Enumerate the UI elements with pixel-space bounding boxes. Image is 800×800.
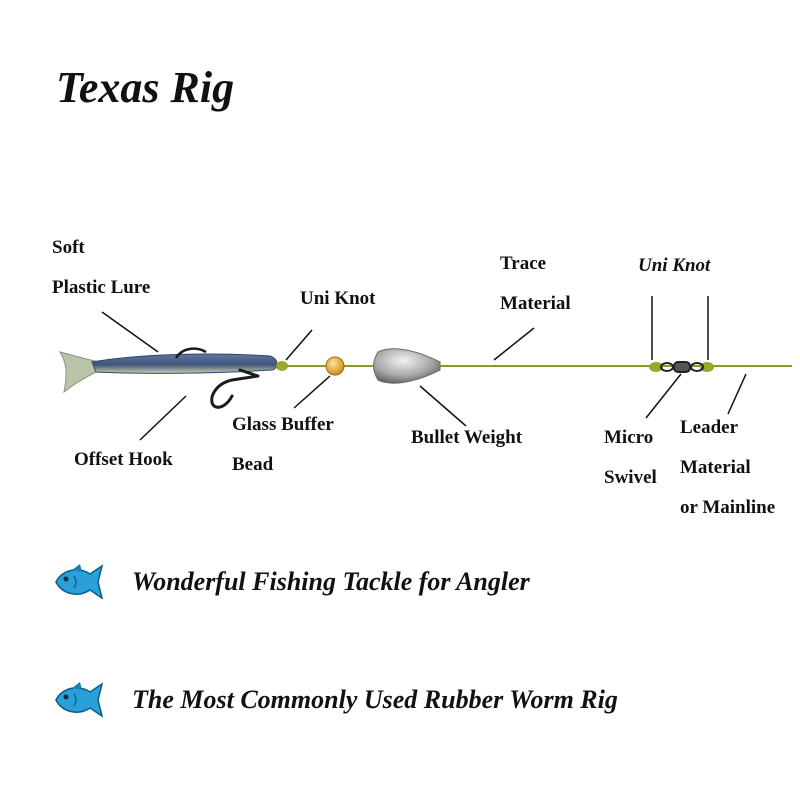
label-plastic-lure: Plastic Lure (52, 277, 151, 298)
bullet-weight-shape (373, 348, 441, 384)
label-soft: Soft (52, 237, 85, 258)
diagram-title: Texas Rig (56, 63, 235, 112)
label-trace: Trace (500, 253, 547, 274)
micro-swivel-shape (660, 361, 704, 373)
label-swivel: Swivel (604, 467, 657, 488)
feature-text: Wonderful Fishing Tackle for Angler (132, 567, 530, 596)
label-bead: Bead (232, 454, 274, 475)
label-glass-buffer: Glass Buffer (232, 414, 334, 435)
label-or-mainline: or Mainline (680, 497, 776, 518)
feature-item: Wonderful Fishing Tackle for Angler (52, 562, 530, 602)
label-leader-material: Material (680, 457, 751, 478)
label-leader: Leader (680, 417, 739, 438)
leader-offset-hook (139, 395, 187, 441)
leader-soft-plastic-lure (101, 311, 159, 353)
leader-micro-swivel (645, 373, 682, 419)
fish-icon (55, 564, 104, 600)
offset-hook-shape (210, 368, 260, 409)
label-uni-knot-right: Uni Knot (638, 255, 711, 276)
uni-knot-right-b-shape (700, 362, 714, 372)
soft-plastic-lure-shape (58, 351, 278, 394)
leader-leader-material (727, 373, 747, 415)
fish-icon (55, 682, 104, 718)
leader-bullet-weight (419, 385, 467, 427)
leader-uni-knot-left (285, 329, 313, 361)
label-offset-hook: Offset Hook (74, 449, 173, 470)
label-uni-knot-left: Uni Knot (300, 288, 376, 309)
label-bullet-weight: Bullet Weight (411, 427, 523, 448)
feature-item: The Most Commonly Used Rubber Worm Rig (52, 680, 618, 720)
leader-glass-bead (293, 375, 331, 409)
leader-trace-material (493, 327, 535, 361)
label-micro: Micro (604, 427, 654, 448)
uni-knot-left-shape (276, 361, 288, 371)
glass-bead-shape (325, 356, 345, 376)
uni-knot-right-a-shape (649, 362, 663, 372)
feature-text: The Most Commonly Used Rubber Worm Rig (132, 685, 618, 714)
label-material: Material (500, 293, 571, 314)
